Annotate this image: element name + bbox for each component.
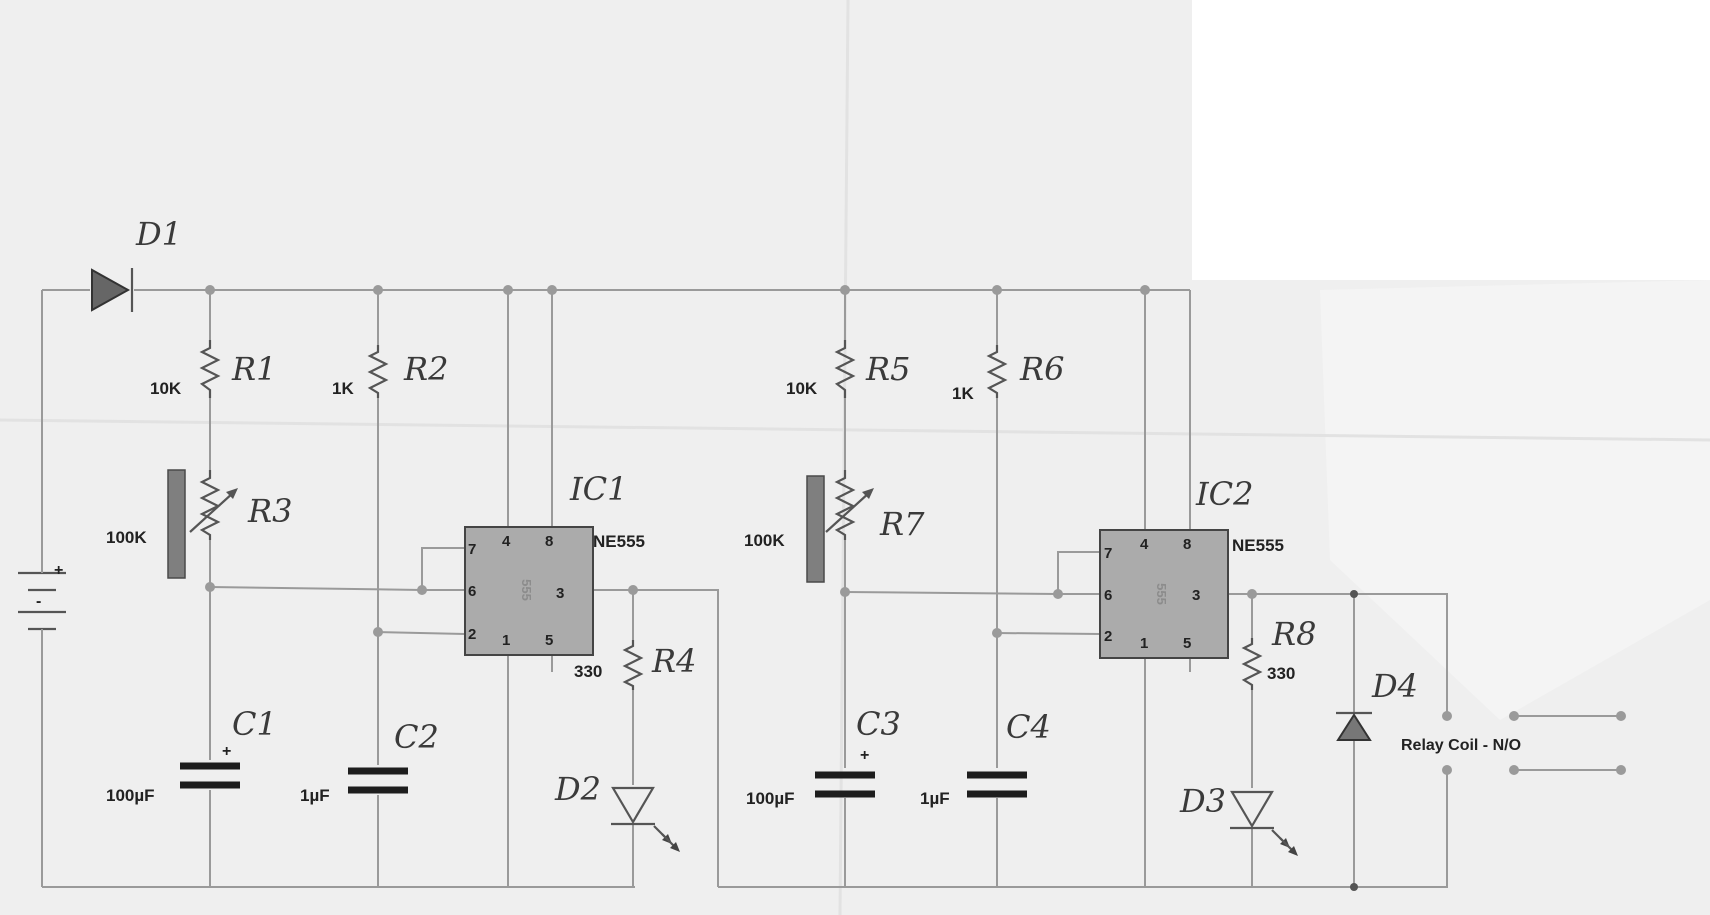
c1-label: C1 — [232, 705, 277, 743]
ic1-pin-5: 5 — [545, 632, 553, 649]
ic1-part: NE555 — [593, 532, 645, 551]
r4-label: R4 — [651, 642, 696, 680]
resistor-r6: 1K R6 — [952, 345, 1064, 403]
resistor-r2: 1K R2 — [332, 345, 448, 398]
ic1-ne555: 555 7 6 2 4 8 1 5 3 NE555 IC1 — [464, 470, 645, 656]
ic2-pin-5: 5 — [1183, 635, 1191, 652]
ic1-pin-6: 6 — [468, 583, 476, 600]
resistor-r8: 330 R8 — [1241, 615, 1316, 690]
capacitor-c4: 1µF C4 — [920, 708, 1051, 808]
r3-label: R3 — [247, 492, 292, 530]
ic1-label: IC1 — [569, 470, 627, 508]
ic2-pin-7: 7 — [1104, 545, 1112, 562]
r2-value: 1K — [332, 379, 354, 398]
c3-plus-sign: + — [860, 747, 869, 764]
r7-label: R7 — [879, 505, 925, 543]
diode-d1: D1 — [91, 215, 182, 312]
d3-label: D3 — [1179, 782, 1226, 820]
c1-plus-sign: + — [222, 743, 231, 760]
ic2-pin-2: 2 — [1104, 628, 1112, 645]
d2-label: D2 — [554, 770, 601, 808]
junction-dots — [205, 285, 1626, 891]
d1-label: D1 — [135, 215, 182, 253]
ic1-pin-2: 2 — [468, 626, 476, 643]
ic2-label: IC2 — [1195, 475, 1253, 513]
c3-value: 100µF — [746, 789, 795, 808]
ic1-pin-8: 8 — [545, 533, 553, 550]
r6-value: 1K — [952, 384, 974, 403]
capacitor-c3: + 100µF C3 — [746, 705, 901, 808]
c2-value: 1µF — [300, 786, 330, 805]
ic2-pin-4: 4 — [1140, 536, 1149, 553]
c3-label: C3 — [856, 705, 901, 743]
r4-value: 330 — [574, 662, 602, 681]
relay-label: Relay Coil - N/O — [1401, 737, 1521, 754]
relay: Relay Coil - N/O — [1401, 737, 1521, 754]
capacitor-c2: 1µF C2 — [300, 718, 439, 805]
capacitor-c1: + 100µF C1 — [106, 705, 277, 805]
r6-label: R6 — [1019, 350, 1064, 388]
battery-plus-sign: + — [54, 562, 63, 579]
ic1-marking: 555 — [519, 579, 534, 601]
ic1-pin-4: 4 — [502, 533, 511, 550]
r1-label: R1 — [231, 350, 276, 388]
r1-value: 10K — [150, 379, 182, 398]
ic2-pin-3: 3 — [1192, 587, 1200, 604]
battery-minus-sign: - — [36, 593, 41, 610]
resistor-r4: 330 R4 — [574, 640, 696, 690]
ic1-pin-1: 1 — [502, 632, 510, 649]
led-d2: D2 — [554, 770, 680, 852]
potentiometer-r3: 100K R3 — [106, 469, 292, 579]
ic2-pin-1: 1 — [1140, 635, 1148, 652]
resistor-r5: 10K R5 — [786, 340, 910, 398]
ic2-ne555: 555 7 6 2 4 8 1 5 3 NE555 IC2 — [1099, 475, 1284, 659]
r5-value: 10K — [786, 379, 818, 398]
ic2-marking: 555 — [1154, 583, 1169, 605]
d4-label: D4 — [1371, 667, 1418, 705]
led-d3: D3 — [1179, 782, 1298, 856]
diode-d4: D4 — [1336, 667, 1418, 741]
resistor-r1: 10K R1 — [150, 340, 276, 398]
r7-value: 100K — [744, 531, 785, 550]
wires — [41, 289, 1621, 888]
r5-label: R5 — [865, 350, 910, 388]
ic2-pin-8: 8 — [1183, 536, 1191, 553]
potentiometer-r7: 100K R7 — [744, 470, 925, 583]
ic2-part: NE555 — [1232, 536, 1284, 555]
ic2-pin-6: 6 — [1104, 587, 1112, 604]
c4-value: 1µF — [920, 789, 950, 808]
c2-label: C2 — [394, 718, 439, 756]
ic1-pin-3: 3 — [556, 585, 564, 602]
c4-label: C4 — [1006, 708, 1051, 746]
r2-label: R2 — [403, 350, 448, 388]
r8-label: R8 — [1271, 615, 1316, 653]
ic1-pin-7: 7 — [468, 541, 476, 558]
battery: + - — [18, 560, 66, 645]
c1-value: 100µF — [106, 786, 155, 805]
r8-value: 330 — [1267, 664, 1295, 683]
r3-value: 100K — [106, 528, 147, 547]
